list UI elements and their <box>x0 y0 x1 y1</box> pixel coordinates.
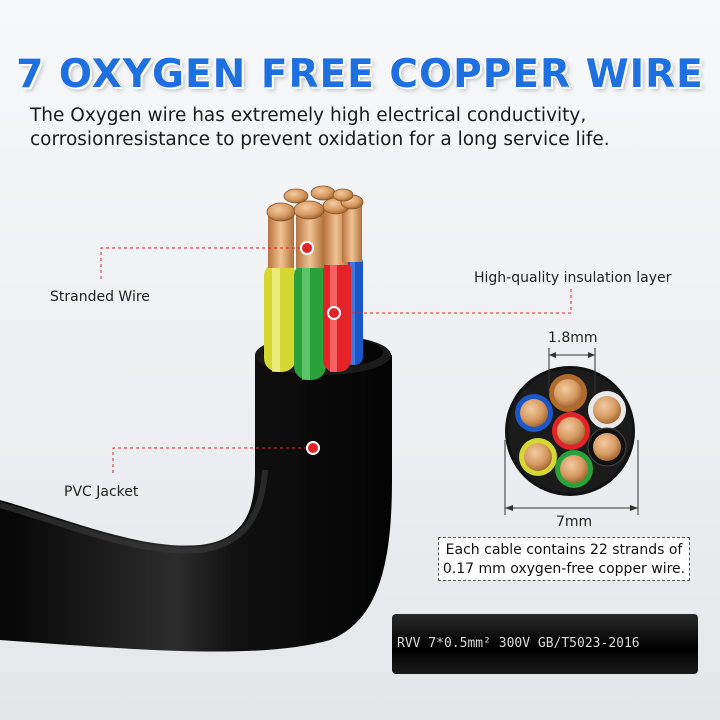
insulated-wires <box>264 255 363 380</box>
strand-info-line-2: 0.17 mm oxygen-free copper wire. <box>442 561 686 577</box>
cable-cross-section <box>505 366 635 496</box>
page-title: 7 OXYGEN FREE COPPER WIRE <box>16 52 704 97</box>
insulation-layer-label: High-quality insulation layer <box>474 270 672 286</box>
pvc-jacket-label: PVC Jacket <box>64 484 139 500</box>
stranded-wire-label: Stranded Wire <box>50 289 150 305</box>
cable-print-strip <box>392 614 698 674</box>
dimension-arrows <box>505 352 638 511</box>
strand-info-box: Each cable contains 22 strands of 0.17 m… <box>438 537 690 581</box>
description-line-1: The Oxygen wire has extremely high elect… <box>30 105 587 126</box>
copper-strands <box>266 185 364 268</box>
dimension-lines <box>504 348 639 515</box>
description-line-2: corrosionresistance to prevent oxidation… <box>30 129 610 150</box>
strand-diameter-label: 1.8mm <box>548 330 598 346</box>
pvc-jacket <box>0 335 392 652</box>
strand-info-line-1: Each cable contains 22 strands of <box>445 542 683 558</box>
outer-diameter-label: 7mm <box>556 514 593 530</box>
cable-print-text: RVV 7*0.5mm² 300V GB/T5023-2016 <box>397 636 640 651</box>
callout-lines <box>100 247 572 476</box>
callout-dots <box>300 241 341 455</box>
description: The Oxygen wire has extremely high elect… <box>30 104 710 152</box>
